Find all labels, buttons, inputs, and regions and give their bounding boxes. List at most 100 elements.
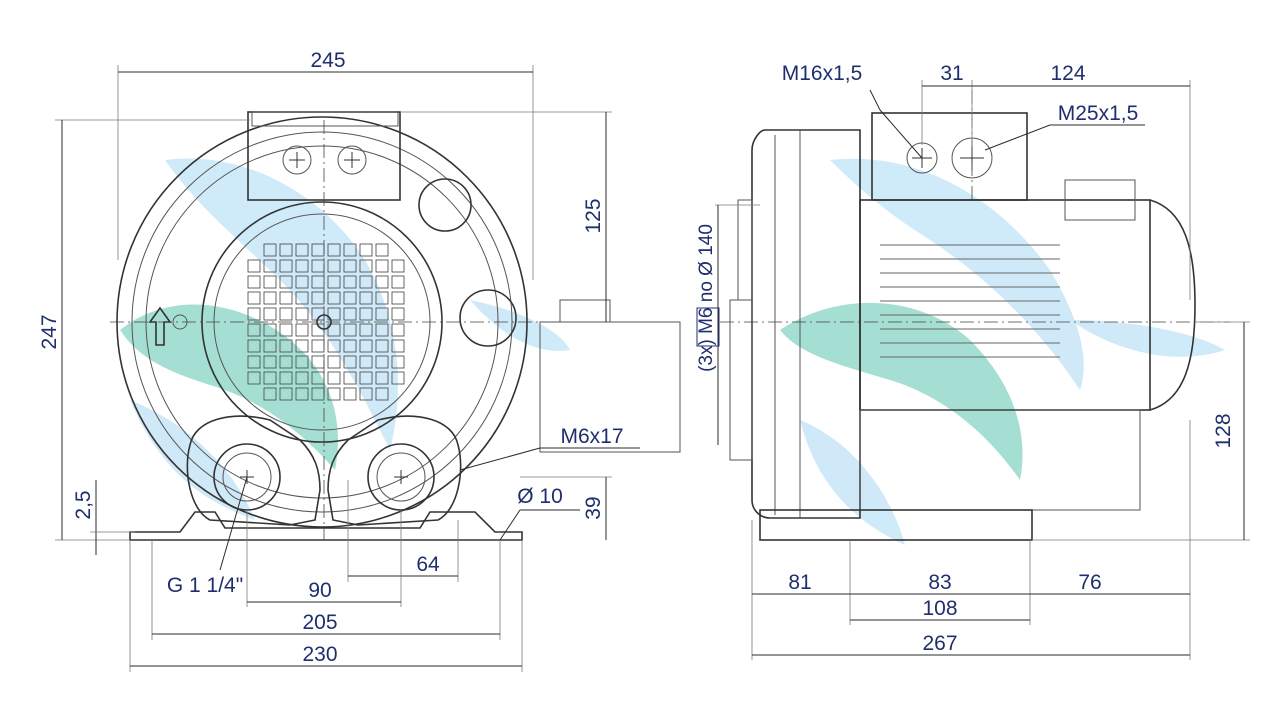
grille-cell xyxy=(359,307,373,321)
grille-cell xyxy=(359,355,373,369)
side-connector xyxy=(1064,179,1136,221)
side-housing xyxy=(751,129,861,519)
dim-port-thread: G 1 1/4" xyxy=(167,574,243,597)
dim-len-c: 76 xyxy=(1078,571,1101,594)
port-right-inner xyxy=(376,452,426,502)
grille-cell xyxy=(375,259,389,273)
direction-arrow-icon xyxy=(148,306,172,346)
grille-cell xyxy=(263,387,277,401)
grille-cell xyxy=(359,291,373,305)
capacitor-bottom xyxy=(459,289,517,347)
grille-cell xyxy=(327,307,341,321)
grille-cell xyxy=(295,387,309,401)
watermark-logo-front xyxy=(120,158,570,520)
grille-cell xyxy=(375,355,389,369)
grille-cell xyxy=(359,387,373,401)
grille-cell xyxy=(279,371,293,385)
grille-cell xyxy=(247,323,261,337)
grille-cell xyxy=(327,291,341,305)
grille-cell xyxy=(279,291,293,305)
side-view xyxy=(720,90,1230,541)
grille-cell xyxy=(327,243,341,257)
grille-cell xyxy=(295,355,309,369)
grille-cell xyxy=(247,371,261,385)
grille-cell xyxy=(263,275,277,289)
grille-cell xyxy=(263,339,277,353)
grille-cell xyxy=(279,355,293,369)
grille-cell xyxy=(375,323,389,337)
terminal-box-lid xyxy=(251,111,399,127)
grille-cell xyxy=(263,355,277,369)
grille-cell xyxy=(391,259,405,273)
grille-cell xyxy=(391,339,405,353)
dim-overall-length: 267 xyxy=(922,632,957,655)
grille-cell xyxy=(343,291,357,305)
grille-cell xyxy=(375,291,389,305)
grille-cell xyxy=(263,259,277,273)
dim-foot-height: 39 xyxy=(582,496,605,519)
grille-cell xyxy=(279,243,293,257)
grille-cell xyxy=(247,259,261,273)
dim-len-b: 83 xyxy=(928,571,951,594)
watermark-logo-side xyxy=(780,158,1225,545)
grille-cell xyxy=(391,291,405,305)
terminal-box-side xyxy=(871,112,1028,201)
grille-cell xyxy=(327,355,341,369)
fan-grille xyxy=(247,243,405,401)
grille-cell xyxy=(359,339,373,353)
grille-cell xyxy=(263,243,277,257)
grille-cell xyxy=(343,323,357,337)
dim-bolt: M6x17 xyxy=(560,425,623,448)
grille-cell xyxy=(295,275,309,289)
grille-cell xyxy=(343,387,357,401)
dim-gland-offset: 124 xyxy=(1050,62,1085,85)
grille-cell xyxy=(295,243,309,257)
dim-port-spacing: 90 xyxy=(308,579,331,602)
grille-cell xyxy=(359,371,373,385)
side-base xyxy=(759,509,1033,541)
grille-cell xyxy=(359,323,373,337)
motor-fins xyxy=(880,244,1060,358)
side-dimensions: M16x1,5 31 124 M25x1,5 (3x) M6 no Ø 140 … xyxy=(696,62,1250,660)
grille-cell xyxy=(247,339,261,353)
dim-foot-thickness: 2,5 xyxy=(72,490,95,519)
grille-cell xyxy=(247,355,261,369)
grille-cell xyxy=(359,243,373,257)
grille-cell xyxy=(327,275,341,289)
dim-foot-holes: 205 xyxy=(302,611,337,634)
side-flange xyxy=(729,299,753,461)
dim-foot-width: 230 xyxy=(302,643,337,666)
grille-cell xyxy=(343,355,357,369)
grille-cell xyxy=(279,307,293,321)
adapter-top xyxy=(559,299,611,323)
grille-cell xyxy=(247,275,261,289)
grille-cell xyxy=(279,323,293,337)
dim-len-a: 81 xyxy=(788,571,811,594)
side-flange-2 xyxy=(737,199,753,301)
dim-cable-gland-1: M16x1,5 xyxy=(782,62,863,85)
grille-cell xyxy=(279,275,293,289)
dim-hole-dia: Ø 10 xyxy=(517,485,563,508)
grille-cell xyxy=(279,339,293,353)
grille-cell xyxy=(375,339,389,353)
grille-cell xyxy=(279,387,293,401)
grille-cell xyxy=(327,259,341,273)
grille-cell xyxy=(375,371,389,385)
grille-cell xyxy=(343,307,357,321)
grille-cell xyxy=(391,323,405,337)
grille-cell xyxy=(295,291,309,305)
gland-front-2 xyxy=(337,145,367,175)
grille-cell xyxy=(343,275,357,289)
grille-cell xyxy=(391,355,405,369)
grille-cell xyxy=(279,259,293,273)
grille-cell xyxy=(375,307,389,321)
grille-cell xyxy=(327,371,341,385)
grille-cell xyxy=(295,259,309,273)
port-left-inner xyxy=(222,452,272,502)
dim-overall-height: 247 xyxy=(38,314,61,349)
gland-front-1 xyxy=(282,145,312,175)
grille-cell xyxy=(327,387,341,401)
grille-cell xyxy=(295,371,309,385)
grille-cell xyxy=(311,339,325,353)
